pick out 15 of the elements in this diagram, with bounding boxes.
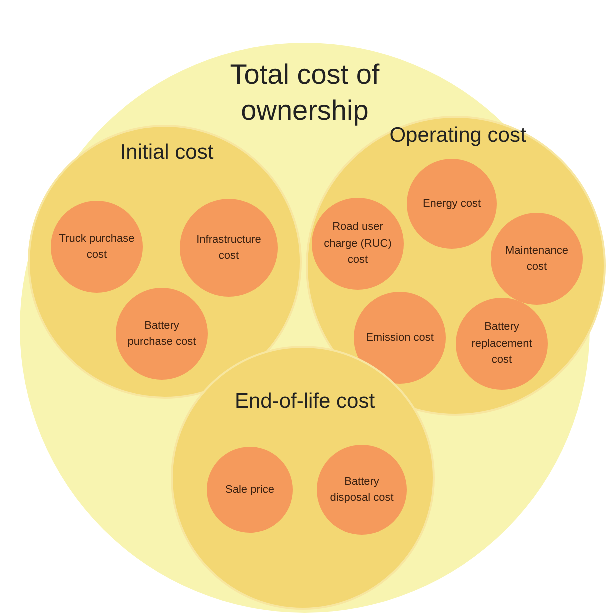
cost-label: Road user charge (RUC) cost — [323, 220, 393, 268]
circle-heading: Total cost of ownership — [229, 58, 381, 128]
cost-label: Energy cost — [422, 196, 482, 212]
cost-circle — [312, 198, 404, 290]
cost-label: Battery replacement cost — [470, 320, 534, 368]
cost-label: Emission cost — [365, 330, 435, 346]
circle-heading: Initial cost — [119, 140, 215, 166]
cost-label: Infrastructure cost — [196, 232, 262, 264]
cost-label: Battery purchase cost — [126, 318, 198, 350]
circle-heading: End-of-life cost — [234, 389, 376, 415]
cost-label: Truck purchase cost — [58, 232, 136, 263]
cost-label: Sale price — [224, 482, 276, 498]
cost-label: Battery disposal cost — [329, 474, 395, 506]
cost-label: Maintenance cost — [504, 244, 570, 275]
circle-heading: Operating cost — [388, 123, 528, 149]
